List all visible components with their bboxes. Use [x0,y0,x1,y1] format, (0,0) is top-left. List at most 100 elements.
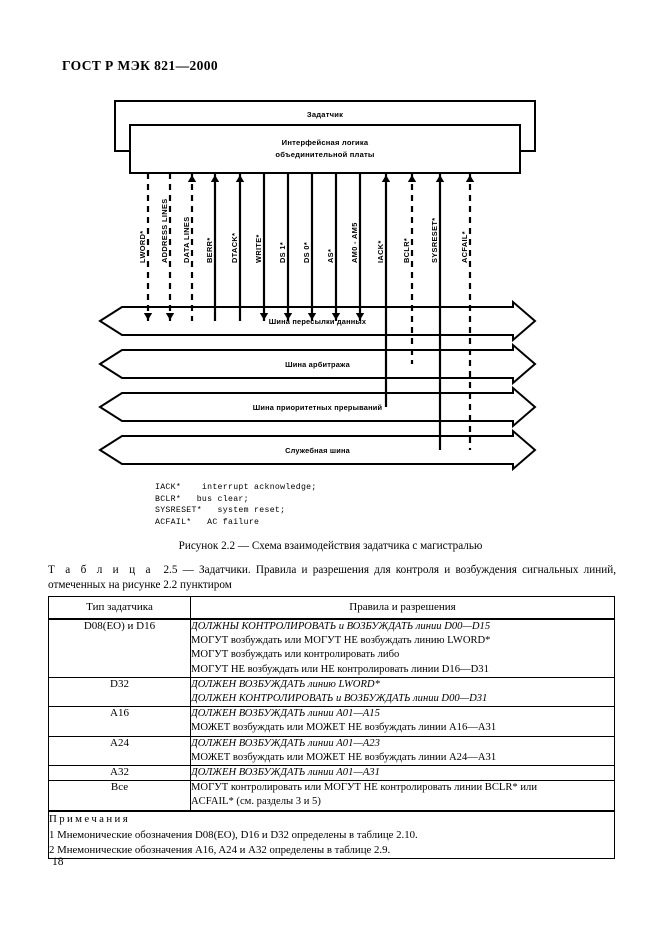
bus-bar-label: Служебная шина [285,446,351,455]
signal-label: AS* [326,249,335,263]
table-header-row: Тип задатчика Правила и разрешения [48,596,615,620]
arrowhead [435,175,445,182]
bus-bar [98,342,537,386]
rule-line: МОГУТ возбуждать или контролировать либо [191,649,400,661]
table-2-5-wrapper: Тип задатчика Правила и разрешения D08(E… [48,596,615,859]
note-item: 2 Мнемонические обозначения A16, A24 и A… [49,843,391,856]
notes-title: Примечания [49,812,131,825]
cell-master-type: Все [48,780,191,812]
cell-master-type: A16 [48,706,191,737]
column-header-rules: Правила и разрешения [190,596,615,620]
signal-label: AM0 - AM5 [350,222,359,263]
arrowhead [143,313,153,320]
signal-label: ADDRESS LINES [160,198,169,263]
signal-label: WRITE* [254,234,263,263]
signal-label: LWORD* [138,231,147,263]
signal-label: BCLR* [402,238,411,263]
signal-label: SYSRESET* [430,218,439,263]
bus-bar [98,385,537,429]
cell-rules-permissions: ДОЛЖЕН ВОЗБУЖДАТЬ линии A01—A31 [190,765,615,782]
table-intro: Т а б л и ц а 2.5 — Задатчики. Правила и… [48,563,616,592]
signal-label: DS 1* [278,242,287,263]
rule-line: МОЖЕТ возбуждать или МОЖЕТ НЕ возбуждать… [191,751,497,763]
signal-line-group: BCLR* [402,173,417,364]
arrowhead [165,313,175,320]
signal-line-group: ADDRESS LINES [160,173,175,321]
signal-line-group: IACK* [376,173,391,407]
figure-legend: IACK* interrupt acknowledge; BCLR* bus c… [155,483,317,527]
signal-line-group: DTACK* [230,173,245,321]
standard-header: ГОСТ Р МЭК 821—2000 [62,58,219,73]
signal-line-group: DS 1* [278,173,293,321]
bus-bar-label: Шина пересылки данных [269,317,367,326]
signal-line-group: LWORD* [138,173,153,321]
arrowhead [331,313,341,320]
signal-line-group: DS 0* [302,173,317,321]
arrowhead [407,175,417,182]
page-number: 18 [52,856,64,868]
signal-line-group: BERR* [205,173,220,321]
signal-label: ACFAIL* [460,231,469,263]
rule-line: МОГУТ контролировать или МОГУТ НЕ контро… [191,782,537,794]
table-notes-row: Примечания 1 Мнемонические обозначения D0… [48,809,615,859]
note-item: 1 Мнемонические обозначения D08(EO), D16… [49,828,418,841]
signal-label: IACK* [376,240,385,263]
signal-line-group: WRITE* [254,173,269,321]
signal-label: DTACK* [230,233,239,263]
rule-line: ДОЛЖЕН ВОЗБУЖДАТЬ линии A01—A15 [191,708,380,720]
signal-line-group: SYSRESET* [430,173,445,450]
arrowhead [187,175,197,182]
table-intro-word: Т а б л и ц а [48,564,154,576]
table-header: Тип задатчика Правила и разрешения [48,596,615,620]
signal-label: DATA LINES [182,217,191,263]
signal-line-group: ACFAIL* [460,173,475,450]
interface-logic-box [129,124,521,174]
table-2-5: Тип задатчика Правила и разрешения D08(E… [48,596,615,859]
rule-line: ДОЛЖЕН КОНТРОЛИРОВАТЬ и ВОЗБУЖДАТЬ линии… [191,693,488,705]
arrowhead [307,313,317,320]
interface-logic-label-line2: объединительной платы [275,150,374,159]
cell-master-type: D08(EO) и D16 [48,617,191,678]
cell-rules-permissions: ДОЛЖЕН ВОЗБУЖДАТЬ линию LWORD* ДОЛЖЕН КОН… [190,676,615,708]
rule-line: МОГУТ возбуждать или МОГУТ НЕ возбуждать… [191,635,491,647]
bus-bar [98,428,537,472]
table-intro-rest: 2.5 — Задатчики. Правила и разрешения дл… [48,564,616,591]
arrowhead [210,175,220,182]
cell-master-type: A24 [48,735,191,767]
arrowhead [355,313,365,320]
bus-bar-label: Шина приоритетных прерываний [253,403,383,412]
figure-caption: Рисунок 2.2 — Схема взаимодействия задат… [178,540,483,552]
rule-line: ACFAIL* (см. разделы 3 и 5) [191,796,321,808]
cell-rules-permissions: МОГУТ контролировать или МОГУТ НЕ контро… [190,780,615,812]
signal-line-group: DATA LINES [182,173,197,321]
cell-master-type: A32 [48,765,191,782]
cell-rules-permissions: ДОЛЖНЫ КОНТРОЛИРОВАТЬ и ВОЗБУЖДАТЬ линии… [190,617,615,678]
arrowhead [235,175,245,182]
table-notes: Примечания 1 Мнемонические обозначения D0… [48,809,615,859]
arrowhead [259,313,269,320]
signal-line-group: AS* [326,173,341,321]
rule-line: МОЖЕТ возбуждать или МОЖЕТ НЕ возбуждать… [191,722,497,734]
rule-line: ДОЛЖЕН ВОЗБУЖДАТЬ линию LWORD* [191,678,380,690]
arrowhead [283,313,293,320]
bus-bar-label: Шина арбитража [285,360,351,369]
interface-logic-label-line1: Интерфейсная логика [282,138,369,147]
column-header-type: Тип задатчика [48,596,191,620]
rule-line: МОГУТ НЕ возбуждать или НЕ контролироват… [191,663,489,675]
rule-line: ДОЛЖЕН ВОЗБУЖДАТЬ линии A01—A23 [191,737,380,749]
master-box-label: Задатчик [307,110,343,119]
cell-master-type: D32 [48,676,191,708]
bus-bar [98,299,537,343]
signal-line-group: AM0 - AM5 [350,173,365,321]
